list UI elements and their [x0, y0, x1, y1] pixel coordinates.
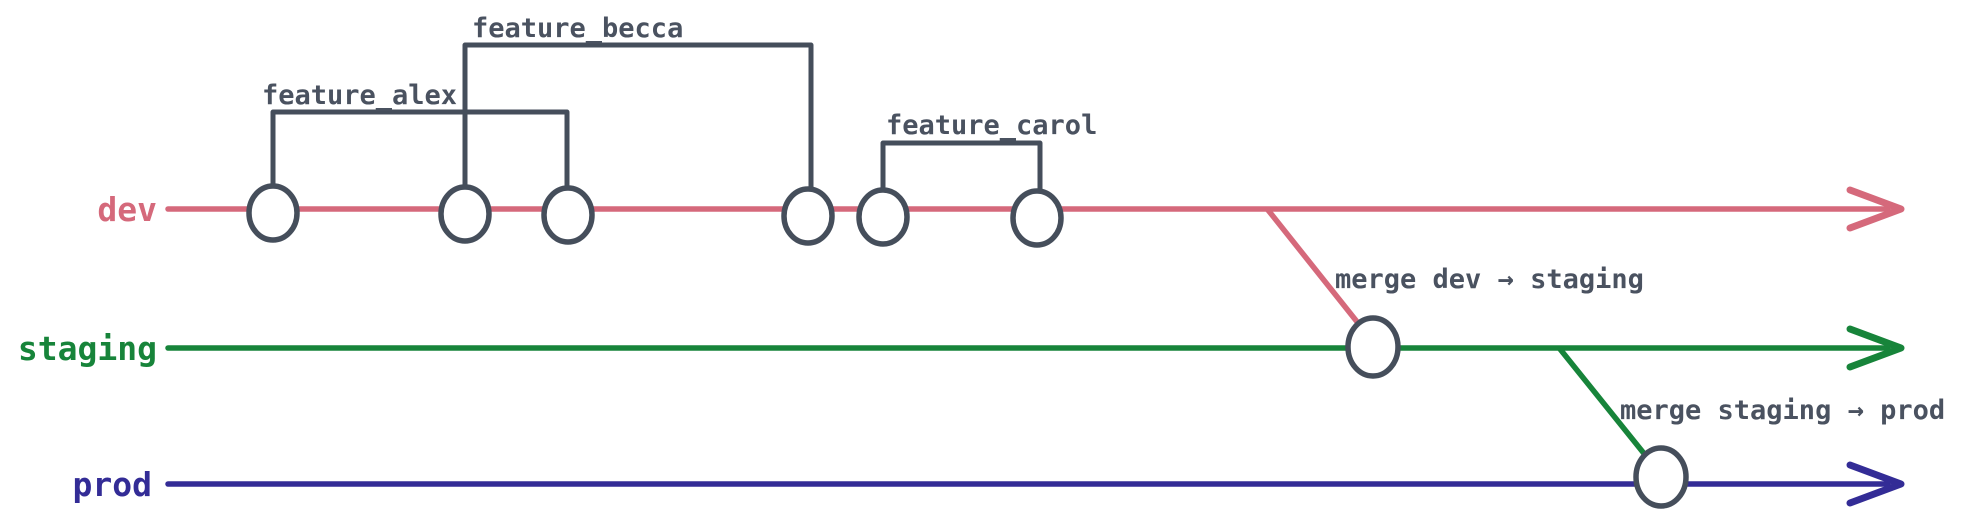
- merge-staging-prod-label: merge staging → prod: [1620, 395, 1945, 426]
- dev-commit-node-6: [1010, 188, 1064, 248]
- staging-arrowhead-icon: [1846, 325, 1905, 371]
- feature-alex-label: feature_alex: [262, 80, 457, 111]
- dev-commit-node-1: [246, 183, 300, 243]
- prod-merge-commit-node: [1633, 445, 1689, 509]
- dev-commit-node-2: [438, 184, 492, 244]
- dev-arrowhead-icon: [1846, 186, 1905, 232]
- dev-branch-label: dev: [97, 190, 157, 229]
- feature-carol-label: feature_carol: [886, 110, 1097, 141]
- dev-commit-node-5: [856, 187, 910, 247]
- feature-alex-bracket: [270, 109, 570, 193]
- merge-dev-staging-connector: [1265, 207, 1361, 326]
- dev-commit-node-4: [781, 186, 835, 246]
- merge-dev-staging-label: merge dev → staging: [1335, 264, 1644, 295]
- prod-arrowhead-icon: [1846, 461, 1905, 507]
- dev-commit-node-3: [541, 185, 595, 245]
- feature-becca-bracket: [462, 42, 814, 194]
- merge-staging-prod-connector: [1557, 346, 1649, 459]
- feature-becca-label: feature_becca: [472, 13, 683, 44]
- staging-merge-commit-node: [1345, 315, 1401, 379]
- feature-carol-bracket: [880, 140, 1043, 196]
- staging-branch-label: staging: [18, 329, 157, 368]
- prod-branch-label: prod: [73, 465, 152, 504]
